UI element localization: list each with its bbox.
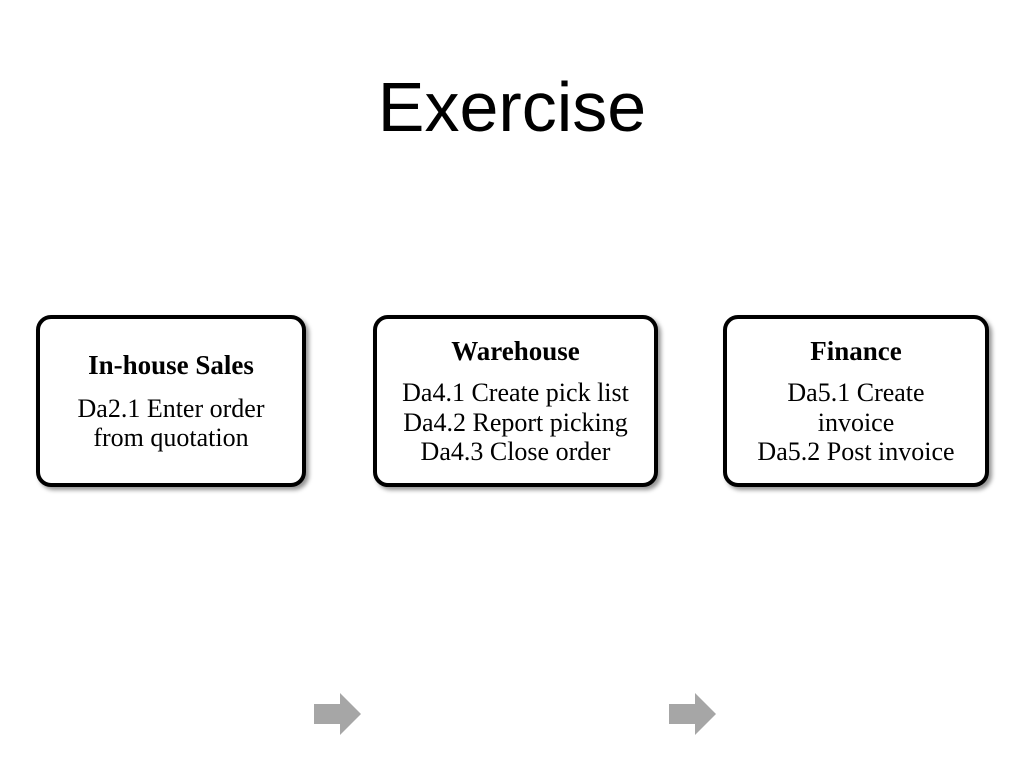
process-step-task: Da4.3 Close order [420,436,611,466]
process-step-heading: In-house Sales [88,349,254,380]
page-title: Exercise [377,68,647,146]
process-step-task: Da4.2 Report picking [403,407,628,437]
process-step-task: Da4.1 Create pick list [402,378,629,408]
process-flow-diagram: In-house Sales Da2.1 Enter order from qu… [0,315,1024,735]
process-step-in-house-sales[interactable]: In-house Sales Da2.1 Enter order from qu… [36,315,306,487]
process-step-warehouse[interactable]: Warehouse Da4.1 Create pick list Da4.2 R… [373,315,658,487]
process-step-task: from quotation [93,423,249,453]
process-step-heading: Finance [810,336,902,367]
right-arrow-icon [314,692,362,736]
process-step-task-list: Da4.1 Create pick list Da4.2 Report pick… [402,378,629,465]
process-step-finance[interactable]: Finance Da5.1 Create invoice Da5.2 Post … [723,315,989,487]
process-step-task-list: Da2.1 Enter order from quotation [78,394,265,452]
right-arrow-icon [669,692,717,736]
process-step-heading: Warehouse [451,336,580,367]
process-step-task: Da2.1 Enter order [77,394,265,423]
process-step-task-list: Da5.1 Create invoice Da5.2 Post invoice [757,378,954,465]
process-step-task: invoice [817,407,895,437]
process-step-task: Da5.2 Post invoice [757,436,955,466]
process-step-task: Da5.1 Create [787,378,925,408]
